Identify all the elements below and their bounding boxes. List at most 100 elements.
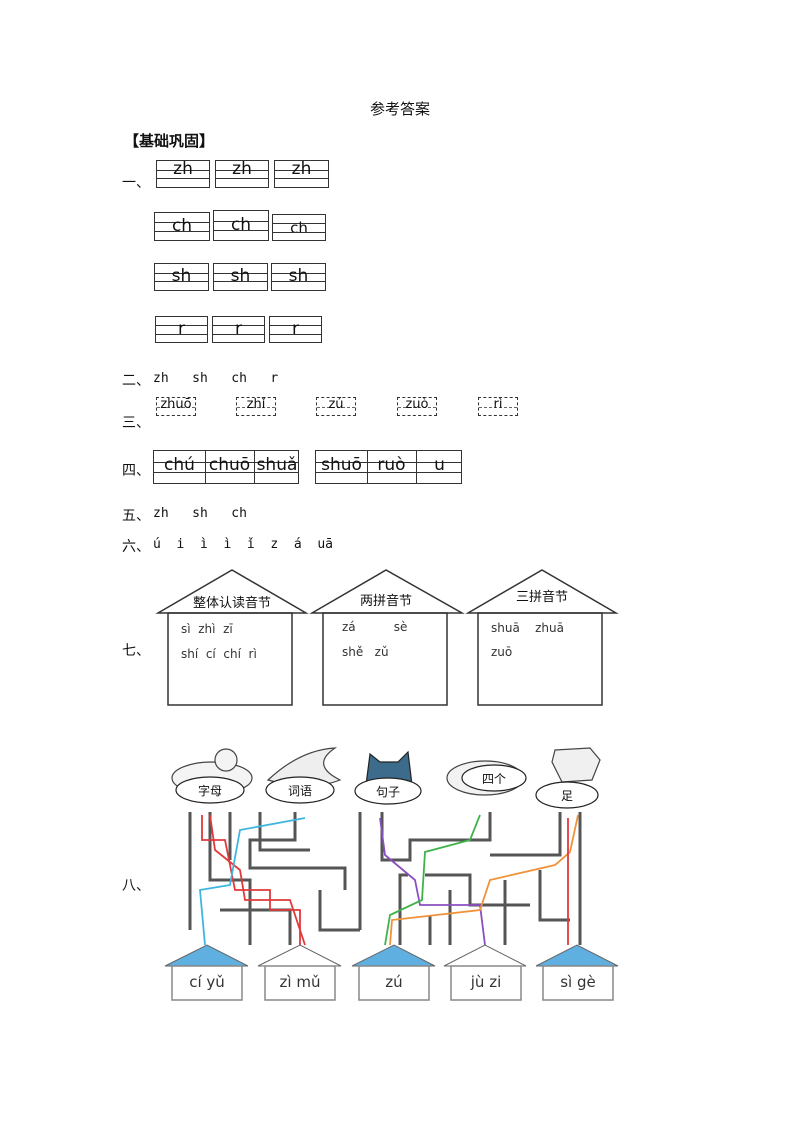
q1-box: ch bbox=[154, 212, 210, 241]
oval bbox=[535, 781, 599, 809]
q3-text: zuò bbox=[405, 397, 429, 412]
q5-label: 五、 bbox=[122, 508, 150, 524]
q1-box: r bbox=[155, 316, 208, 343]
section-heading: 【基础巩固】 bbox=[124, 132, 215, 150]
oval bbox=[461, 764, 527, 792]
q1-label: 一、 bbox=[122, 175, 150, 191]
house-body bbox=[322, 612, 448, 706]
q1-text: ch bbox=[171, 216, 193, 236]
q2-label: 二、 bbox=[122, 373, 150, 389]
q4-group-2: shuō ruò u bbox=[315, 450, 462, 484]
house-label: zú bbox=[385, 973, 403, 991]
q7-houses-drawing bbox=[155, 569, 619, 706]
q3-box: zú bbox=[316, 397, 356, 416]
q4-cell: u bbox=[416, 451, 463, 483]
q4-cell: ruò bbox=[367, 451, 416, 483]
house-roof bbox=[535, 944, 619, 967]
q8-label: 八、 bbox=[122, 878, 150, 894]
q1-box: r bbox=[269, 316, 322, 343]
oval bbox=[265, 776, 335, 804]
house-label: zì mǔ bbox=[279, 973, 321, 991]
house-roof bbox=[443, 944, 527, 967]
q1-text: sh bbox=[171, 266, 192, 286]
house-roof-label: 整体认读音节 bbox=[192, 596, 271, 611]
q3-box: zuò bbox=[397, 397, 437, 416]
q3-text: zhǐ bbox=[246, 397, 266, 412]
q3-text: rì bbox=[493, 397, 503, 412]
q1-text: sh bbox=[230, 266, 251, 286]
q1-text: r bbox=[235, 319, 242, 339]
q4-text: chuō bbox=[208, 455, 251, 475]
house-syllables: zá sè bbox=[342, 620, 408, 634]
house-syllables: shě zǔ bbox=[342, 645, 389, 659]
q3-text: zú bbox=[328, 397, 344, 412]
q1-box: zh bbox=[274, 160, 329, 188]
q4-text: ruò bbox=[377, 455, 406, 475]
house-roof bbox=[351, 944, 436, 967]
q4-cell: chú bbox=[154, 451, 205, 483]
q1-text: sh bbox=[288, 266, 309, 286]
page-title: 参考答案 bbox=[369, 100, 430, 118]
oval-label: 字母 bbox=[197, 784, 222, 798]
q1-text: ch bbox=[290, 219, 308, 237]
house-syllables: zuō bbox=[491, 645, 513, 659]
maze-path bbox=[384, 814, 481, 946]
q4-text: shuō bbox=[321, 455, 362, 475]
house-roof-label: 三拼音节 bbox=[515, 590, 568, 605]
q4-text: u bbox=[434, 455, 445, 475]
q4-text: shuǎ bbox=[256, 455, 298, 475]
q4-group-1: chú chuō shuǎ bbox=[153, 450, 299, 484]
q3-box: zhuō bbox=[156, 397, 196, 416]
q8-maze-drawing bbox=[164, 747, 619, 1001]
q6-answer: ú i ì ì ǐ z á uā bbox=[153, 537, 334, 552]
q1-box: zh bbox=[215, 160, 269, 188]
maze-walls bbox=[188, 812, 582, 945]
q1-text: zh bbox=[173, 159, 193, 179]
q1-box: zh bbox=[156, 160, 210, 188]
q1-box: ch bbox=[213, 210, 269, 241]
q7-label: 七、 bbox=[122, 643, 150, 659]
maze-path bbox=[199, 817, 306, 946]
maze-path bbox=[201, 815, 301, 945]
oval bbox=[175, 776, 245, 804]
q1-box: sh bbox=[271, 263, 326, 291]
q1-text: zh bbox=[291, 159, 312, 179]
q1-box: r bbox=[212, 316, 265, 343]
house-roof-label: 两拼音节 bbox=[359, 594, 412, 609]
q3-box: rì bbox=[478, 397, 518, 416]
q4-text: chú bbox=[164, 455, 195, 475]
dog-icon bbox=[551, 747, 601, 783]
house-syllables: sì zhì zī bbox=[181, 622, 233, 636]
maze-path bbox=[389, 814, 579, 946]
q6-label: 六、 bbox=[122, 539, 150, 555]
maze-path bbox=[379, 817, 486, 946]
q3-text: zhuō bbox=[160, 397, 192, 412]
house-body bbox=[477, 612, 603, 706]
oval bbox=[354, 777, 422, 805]
house-roof bbox=[257, 944, 342, 967]
q1-text: ch bbox=[230, 215, 252, 235]
q1-text: r bbox=[178, 319, 185, 339]
q4-cell: chuō bbox=[205, 451, 254, 483]
house-body bbox=[167, 612, 293, 706]
oval-label: 词语 bbox=[287, 784, 312, 798]
house-label: cí yǔ bbox=[189, 973, 225, 991]
q1-text: r bbox=[292, 319, 299, 339]
q2-answer: zh sh ch r bbox=[153, 371, 279, 386]
house-label: sì gè bbox=[560, 973, 596, 991]
house-syllables: shuā zhuā bbox=[491, 621, 564, 635]
maze-path bbox=[209, 814, 306, 946]
oval-label: 四个 bbox=[481, 772, 506, 786]
q1-text: zh bbox=[232, 159, 252, 179]
q1-box: ch bbox=[272, 214, 326, 241]
q5-answer: zh sh ch bbox=[153, 506, 247, 521]
oval-label: 句子 bbox=[375, 785, 400, 799]
house-label: jù zi bbox=[470, 973, 502, 991]
q4-cell: shuō bbox=[316, 451, 367, 483]
q3-box: zhǐ bbox=[236, 397, 276, 416]
house-syllables: shí cí chí rì bbox=[181, 647, 257, 661]
q1-box: sh bbox=[154, 263, 209, 291]
q4-cell: shuǎ bbox=[254, 451, 300, 483]
house-roof bbox=[164, 944, 249, 967]
oval-label: 足 bbox=[560, 789, 573, 803]
